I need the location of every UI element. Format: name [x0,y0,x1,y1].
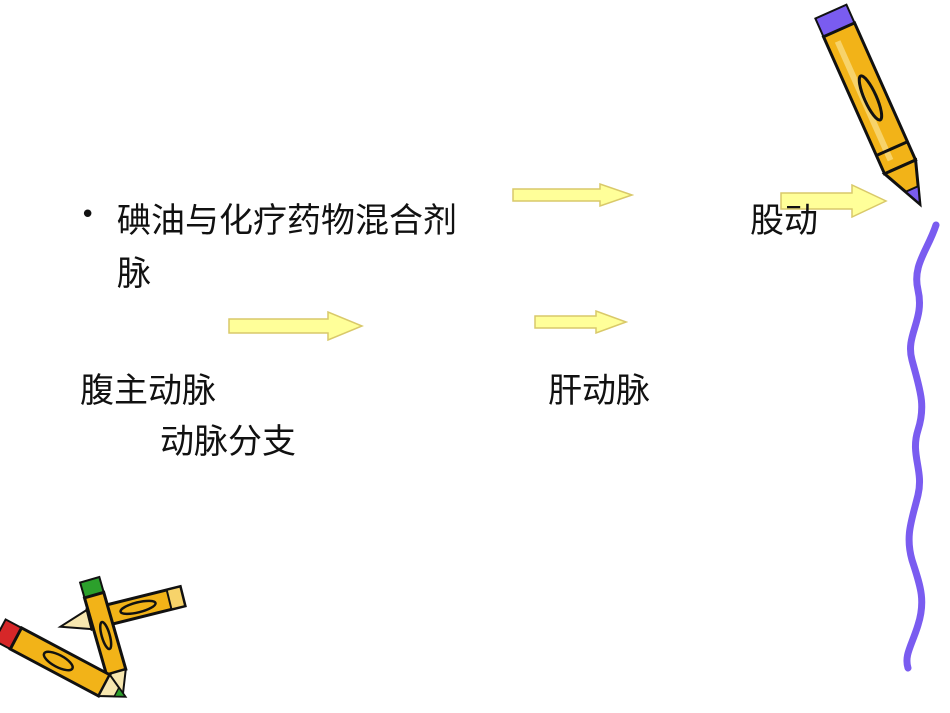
arrow-1 [512,183,634,207]
text-line3-right: 肝动脉 [548,371,650,411]
text-line1: 碘油与化疗药物混合剂 [117,201,457,241]
text-line2: 脉 [117,254,151,294]
arrow-4 [534,310,628,334]
text-line1-right: 股动 [750,201,818,241]
text-line3-left: 腹主动脉 [80,371,216,411]
text-line4: 动脉分支 [160,422,296,462]
arrow-2 [780,184,888,218]
arrow-3 [228,311,364,341]
bullet-point: • [80,200,96,230]
